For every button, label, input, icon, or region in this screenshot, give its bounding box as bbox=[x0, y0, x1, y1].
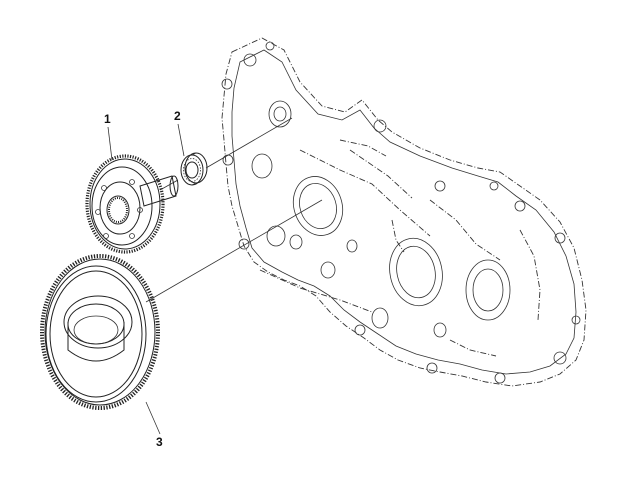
callout-3: 3 bbox=[145, 401, 163, 449]
part-2-bearing bbox=[180, 152, 208, 186]
callout-3-number: 3 bbox=[156, 435, 163, 449]
leader-gear-to-case bbox=[145, 199, 323, 303]
crankcase-half bbox=[221, 37, 587, 387]
leader-bearing-to-case bbox=[205, 117, 293, 169]
assembly-leader-lines bbox=[145, 117, 323, 303]
callout-2-leader bbox=[177, 123, 185, 157]
part-1-idler-gear bbox=[85, 154, 179, 254]
callout-2: 2 bbox=[174, 109, 185, 157]
callout-3-leader bbox=[145, 401, 161, 435]
callout-1-number: 1 bbox=[104, 112, 111, 126]
leader-shaft-to-bearing bbox=[159, 179, 179, 191]
callout-1: 1 bbox=[104, 112, 113, 161]
callout-2-number: 2 bbox=[174, 109, 181, 123]
part-3-ring-gear bbox=[40, 254, 160, 410]
callout-1-leader bbox=[107, 126, 113, 161]
